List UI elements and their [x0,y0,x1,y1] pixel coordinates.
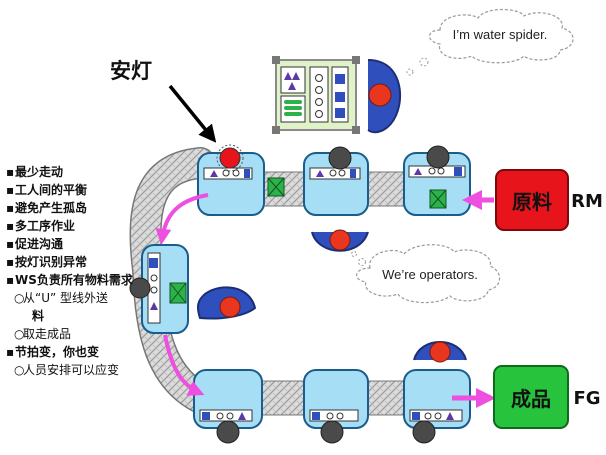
operators-speech-text: We’re operators. [382,267,478,282]
benefit-item: ▪节拍变，你也变 [6,345,100,359]
station-bottom-left [193,369,263,444]
benefit-item: ▪按灯识别异常 [6,255,88,269]
flow-arrows [155,190,496,408]
water-spider-speech-text: I’m water spider. [453,27,548,42]
station-top-middle [303,146,369,216]
andon-pointer-arrow [168,84,217,143]
station-left [129,244,189,334]
benefit-subitem: ○从“U” 型线外送 [14,291,109,305]
benefit-item: ▪促进沟通 [6,237,64,251]
water-spider-speech-cloud: I’m water spider. [406,8,574,76]
operator-bottom [413,341,467,363]
benefit-item: ▪WS负责所有物料需求 [6,273,133,287]
benefit-item: ▪多工序作业 [6,219,76,233]
benefit-item: ▪最少走动 [6,165,64,179]
finished-goods-code: FG [573,388,600,409]
operator-top [311,229,369,252]
raw-material-block: 原料 [495,169,569,231]
water-spider-cart [272,56,360,134]
operators-speech-cloud: We’re operators. [351,244,501,304]
benefit-subitem: ○取走成品 [14,327,72,341]
finished-goods-block: 成品 [493,365,569,429]
andon-label: 安灯 [110,59,152,83]
water-spider-person [367,59,402,134]
station-andon [197,144,265,216]
benefit-item: ▪工人间的平衡 [6,183,88,197]
raw-material-label: 原料 [512,190,552,214]
benefits-list: ▪最少走动 ▪工人间的平衡 ▪避免产生孤岛 ▪多工序作业 ▪促进沟通 ▪按灯识别… [6,163,156,379]
station-bottom-right [403,369,471,444]
operator-middle [196,286,257,320]
benefit-item: ▪避免产生孤岛 [6,201,88,215]
benefit-subitem-continuation: 料 [32,309,45,323]
station-top-right [403,145,471,216]
benefit-subitem: ○人员安排可以应变 [14,363,120,377]
raw-material-code: RM [571,191,603,212]
station-bottom-middle [303,369,369,444]
finished-goods-label: 成品 [511,387,551,411]
